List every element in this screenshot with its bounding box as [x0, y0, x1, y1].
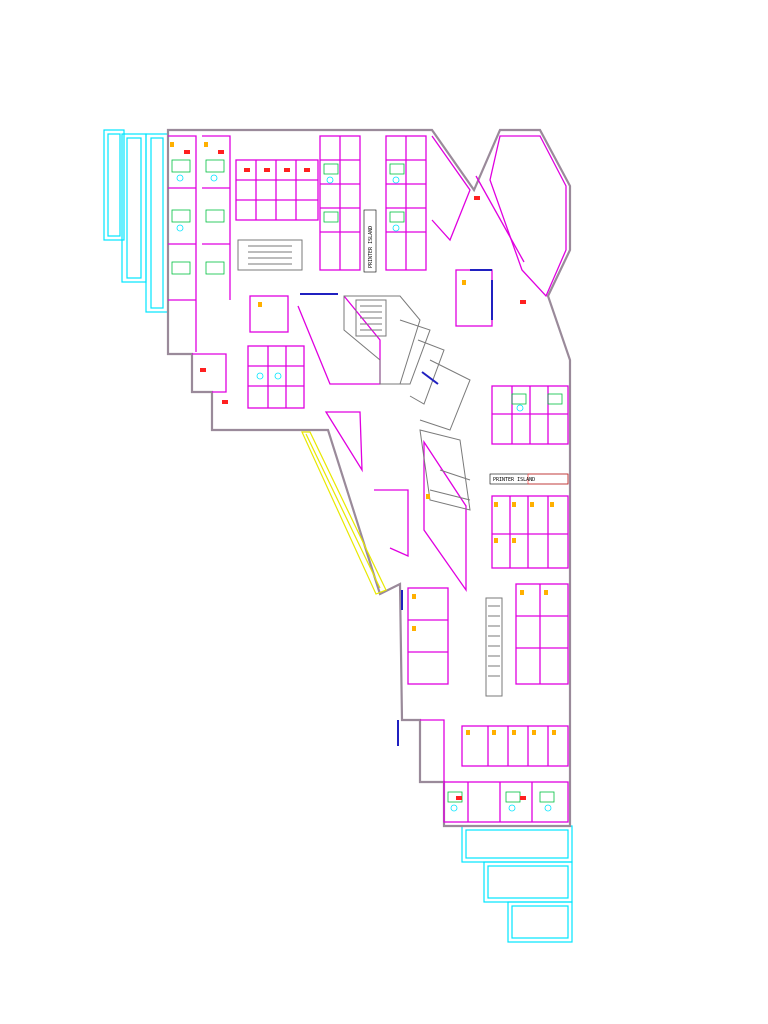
printer-island-1: PRINTER ISLAND: [363, 209, 377, 273]
markers: [170, 142, 556, 735]
printer-island-2: PRINTER ISLAND: [489, 473, 569, 485]
printer-island-2-label: PRINTER ISLAND: [493, 477, 535, 483]
glass-curtain-wall: [103, 129, 573, 943]
room-tags: [184, 150, 526, 800]
chairs: [176, 174, 552, 812]
exterior-frame: [166, 128, 572, 828]
printer-island-1-label: PRINTER ISLAND: [368, 226, 374, 268]
doors: [300, 269, 493, 746]
interior-walls: [168, 135, 569, 823]
building-core: [237, 239, 503, 697]
exterior-walkway: [301, 431, 387, 595]
